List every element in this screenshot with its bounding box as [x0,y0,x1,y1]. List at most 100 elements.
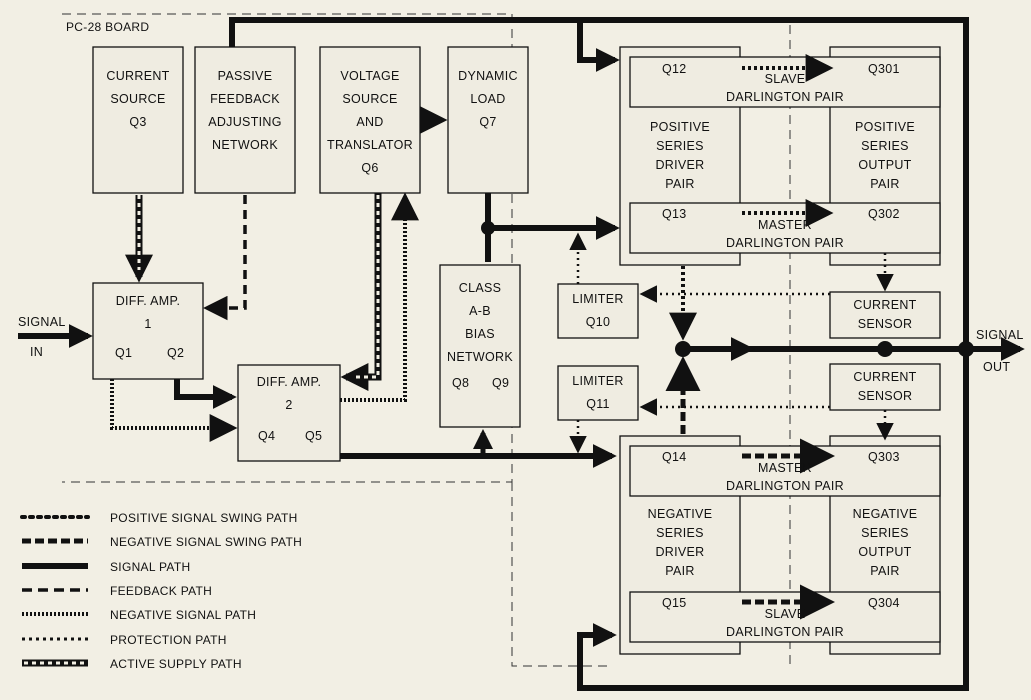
legend: POSITIVE SIGNAL SWING PATH NEGATIVE SIGN… [20,511,302,671]
pos-output-label-3: OUTPUT [858,158,911,172]
limiter-q11-label-1: LIMITER [572,374,623,388]
current-sensor-bottom-label-1: CURRENT [853,370,916,384]
pair4-mode: SLAVE [765,607,806,621]
pair2-mode: MASTER [758,218,812,232]
diff-amp-1-label-1: DIFF. AMP. [116,294,181,308]
diff-amp-1-q1: Q1 [115,346,132,360]
current-source-block [92,46,184,194]
pair1-q301: Q301 [868,62,900,76]
legend-label-5: NEGATIVE SIGNAL PATH [110,608,256,622]
neg-output-label-2: SERIES [861,526,909,540]
limiter-q10-block [557,283,639,339]
pc28-board-outline [62,13,513,483]
active-supply-q6-hatch [352,195,380,379]
current-sensor-top-block [829,291,941,339]
current-sensor-top-label-2: SENSOR [858,317,913,331]
active-supply-q6 [340,193,382,391]
pair2-q13: Q13 [662,207,687,221]
class-ab-q9: Q9 [492,376,509,390]
pos-output-label-4: PAIR [870,177,899,191]
class-ab-q8: Q8 [452,376,469,390]
neg-output-label-1: NEGATIVE [853,507,918,521]
neg-driver-label-2: SERIES [656,526,704,540]
pair3-q303: Q303 [868,450,900,464]
dynamic-load-label-3: Q7 [479,115,496,129]
pos-driver-label-3: DRIVER [655,158,704,172]
limiter-q11-block [557,365,639,421]
neg-output-label-3: OUTPUT [858,545,911,559]
passive-feedback-label-3: ADJUSTING [208,115,282,129]
current-sensor-top-label-1: CURRENT [853,298,916,312]
neg-output-label-4: PAIR [870,564,899,578]
pair4-name: DARLINGTON PAIR [726,625,844,639]
neg-driver-label-3: DRIVER [655,545,704,559]
pair4-q304: Q304 [868,596,900,610]
pos-driver-label-4: PAIR [665,177,694,191]
negative-signal-path-1 [110,379,238,442]
legend-label-7: ACTIVE SUPPLY PATH [110,657,242,671]
pair3-mode: MASTER [758,461,812,475]
limiter-q10-label-2: Q10 [586,315,611,329]
pair3-name: DARLINGTON PAIR [726,479,844,493]
diff-amp-2-label-1: DIFF. AMP. [257,375,322,389]
passive-feedback-label-4: NETWORK [212,138,278,152]
diff-amp-1-block [92,282,204,380]
legend-label-4: FEEDBACK PATH [110,584,212,598]
signal-out-label-1: SIGNAL [976,328,1024,342]
dynamic-load-label-2: LOAD [470,92,505,106]
diff-amp-2-label-2: 2 [285,398,292,412]
voltage-source-label-3: AND [356,115,383,129]
pair1-name: DARLINGTON PAIR [726,90,844,104]
dynamic-load-label-1: DYNAMIC [458,69,518,83]
current-source-label-1: CURRENT [106,69,169,83]
diff-amp-2-q4: Q4 [258,429,275,443]
supply-frame [229,17,969,691]
class-ab-bias-block [439,264,521,428]
pair-q12-q301-strip [629,56,941,108]
class-ab-label-3: BIAS [465,327,495,341]
pair4-q15: Q15 [662,596,687,610]
junction-node-q7 [481,221,495,235]
pair1-mode: SLAVE [765,72,806,86]
negative-signal-path-2 [340,192,419,402]
current-source-label-3: Q3 [129,115,146,129]
legend-label-3: SIGNAL PATH [110,560,190,574]
class-ab-label-4: NETWORK [447,350,513,364]
feedback-path [203,195,247,321]
signal-out-label-2: OUT [983,360,1010,374]
voltage-source-block [319,46,421,194]
voltage-source-label-4: TRANSLATOR [327,138,413,152]
signal-in-label-1: SIGNAL [18,315,66,329]
signal-path-da1-da2 [174,379,237,409]
current-source-label-2: SOURCE [110,92,165,106]
signal-in-label-2: IN [30,345,43,359]
voltage-source-label-2: SOURCE [342,92,397,106]
pair3-q14: Q14 [662,450,687,464]
neg-driver-label-4: PAIR [665,564,694,578]
diff-amp-1-label-2: 1 [144,317,151,331]
class-ab-label-2: A-B [469,304,491,318]
board-label: PC-28 BOARD [66,20,149,34]
pos-output-label-1: POSITIVE [855,120,915,134]
limiter-q11-label-2: Q11 [586,397,610,411]
voltage-source-label-5: Q6 [361,161,378,175]
limiter-q10-label-1: LIMITER [572,292,623,306]
neg-driver-label-1: NEGATIVE [648,507,713,521]
passive-feedback-label-1: PASSIVE [218,69,273,83]
current-sensor-bottom-label-2: SENSOR [858,389,913,403]
dynamic-load-block [447,46,529,194]
pair1-q12: Q12 [662,62,687,76]
pos-driver-label-1: POSITIVE [650,120,710,134]
pair2-name: DARLINGTON PAIR [726,236,844,250]
vertical-divider-dashed [511,482,610,667]
junction-node-sensor [877,341,893,357]
pair2-q302: Q302 [868,207,900,221]
class-ab-label-1: CLASS [459,281,502,295]
junction-node-out [958,341,974,357]
junction-node-center [675,341,691,357]
diff-amp-1-q2: Q2 [167,346,184,360]
pos-output-label-2: SERIES [861,139,909,153]
passive-feedback-block [194,46,296,194]
diff-amp-2-block [237,364,341,462]
